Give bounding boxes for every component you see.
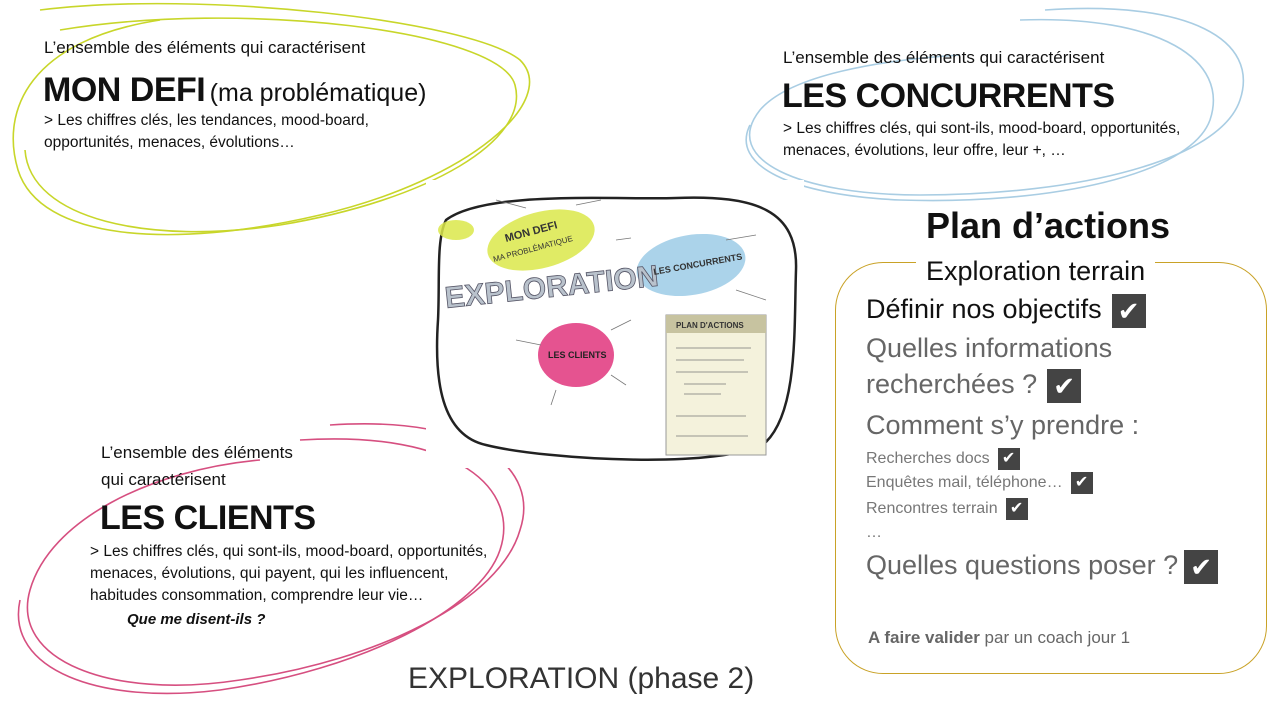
plan-validation-note: A faire valider par un coach jour 1 xyxy=(868,628,1130,648)
sketch-plan-sheet xyxy=(665,314,767,456)
plan-title: Plan d’actions xyxy=(926,205,1171,246)
plan-item-informations-line-1: Quelles informations xyxy=(866,333,1113,363)
mon-defi-line-2: opportunités, menaces, évolutions… xyxy=(44,134,295,151)
clients-question: Que me disent-ils ? xyxy=(127,611,266,628)
mon-defi-intro: L’ensemble des éléments qui caractérisen… xyxy=(44,38,366,57)
sketch-scribbles xyxy=(495,199,767,437)
sketch-blob-pink xyxy=(538,323,614,387)
check-icon: ✔ xyxy=(1047,369,1082,403)
concurrents-description: > Les chiffres clés, qui sont-ils, mood-… xyxy=(783,118,1180,162)
plan-item-objectifs: Définir nos objectifs ✔ xyxy=(866,294,1146,328)
clients-title: LES CLIENTS xyxy=(100,499,316,537)
sketch-plan-header xyxy=(666,315,766,333)
sketch-plan-label: PLAN D'ACTIONS xyxy=(676,321,744,330)
concurrents-line-2: menaces, évolutions, leur offre, leur +,… xyxy=(783,142,1066,159)
concurrents-intro: L’ensemble des éléments qui caractérisen… xyxy=(783,48,1105,67)
sketch-blob-yellow xyxy=(487,209,595,271)
concurrents-title: LES CONCURRENTS xyxy=(782,77,1115,115)
plan-subtitle: Exploration terrain xyxy=(916,256,1156,287)
mon-defi-title: MON DEFI xyxy=(43,71,206,109)
plan-item-questions-label: Quelles questions poser ? xyxy=(866,550,1179,581)
mon-defi-heading: MON DEFI (ma problématique) xyxy=(43,71,426,110)
clients-line-1: > Les chiffres clés, qui sont-ils, mood-… xyxy=(90,543,488,560)
slide-footer-title: EXPLORATION (phase 2) xyxy=(408,662,755,695)
plan-item-informations-label: recherchées ? xyxy=(866,369,1038,400)
plan-item-informations: recherchées ? ✔ xyxy=(866,369,1082,403)
mon-defi-description: > Les chiffres clés, les tendances, mood… xyxy=(44,110,369,154)
clients-description: > Les chiffres clés, qui sont-ils, mood-… xyxy=(90,541,487,607)
check-icon: ✔ xyxy=(1184,550,1219,584)
plan-sub-enquetes-label: Enquêtes mail, téléphone… xyxy=(866,474,1063,492)
plan-item-comment: Comment s’y prendre : xyxy=(866,410,1140,440)
check-icon: ✔ xyxy=(1005,498,1028,520)
clients-line-2: menaces, évolutions, qui payent, qui les… xyxy=(90,565,449,582)
sketch-drawing: EXPLORATION MON DEFI MA PROBLÉMATIQUE LE… xyxy=(435,196,798,461)
concurrents-line-1: > Les chiffres clés, qui sont-ils, mood-… xyxy=(783,120,1181,137)
plan-validation-bold: A faire valider xyxy=(868,628,980,647)
plan-sub-recherches-label: Recherches docs xyxy=(866,450,990,468)
mon-defi-subtitle: (ma problématique) xyxy=(209,79,427,107)
check-icon: ✔ xyxy=(1070,472,1093,494)
plan-sub-rencontres-label: Rencontres terrain xyxy=(866,500,998,518)
plan-sub-enquetes: Enquêtes mail, téléphone… ✔ xyxy=(866,472,1093,494)
clients-line-3: habitudes consommation, comprendre leur … xyxy=(90,587,424,604)
sketch-exploration-label: EXPLORATION xyxy=(443,260,660,315)
clients-intro-line-1: L’ensemble des éléments xyxy=(101,443,293,462)
mon-defi-line-1: > Les chiffres clés, les tendances, mood… xyxy=(44,112,369,129)
clients-intro: L’ensemble des éléments qui caractérisen… xyxy=(101,439,293,493)
plan-item-objectifs-label: Définir nos objectifs xyxy=(866,294,1102,325)
exploration-sketch-image: EXPLORATION MON DEFI MA PROBLÉMATIQUE LE… xyxy=(426,180,804,468)
plan-sub-rencontres: Rencontres terrain ✔ xyxy=(866,498,1028,520)
sketch-blob-yellow-small xyxy=(438,220,474,240)
plan-validation-rest: par un coach jour 1 xyxy=(979,628,1131,647)
plan-sub-recherches: Recherches docs ✔ xyxy=(866,448,1020,470)
plan-item-questions: Quelles questions poser ?✔ xyxy=(866,550,1219,584)
sketch-clients-label: LES CLIENTS xyxy=(548,350,607,360)
check-icon: ✔ xyxy=(997,448,1020,470)
clients-intro-line-2: qui caractérisent xyxy=(101,470,226,489)
plan-sub-ellipsis: … xyxy=(866,524,882,541)
sketch-blob-blue xyxy=(636,233,746,297)
check-icon: ✔ xyxy=(1111,294,1146,328)
